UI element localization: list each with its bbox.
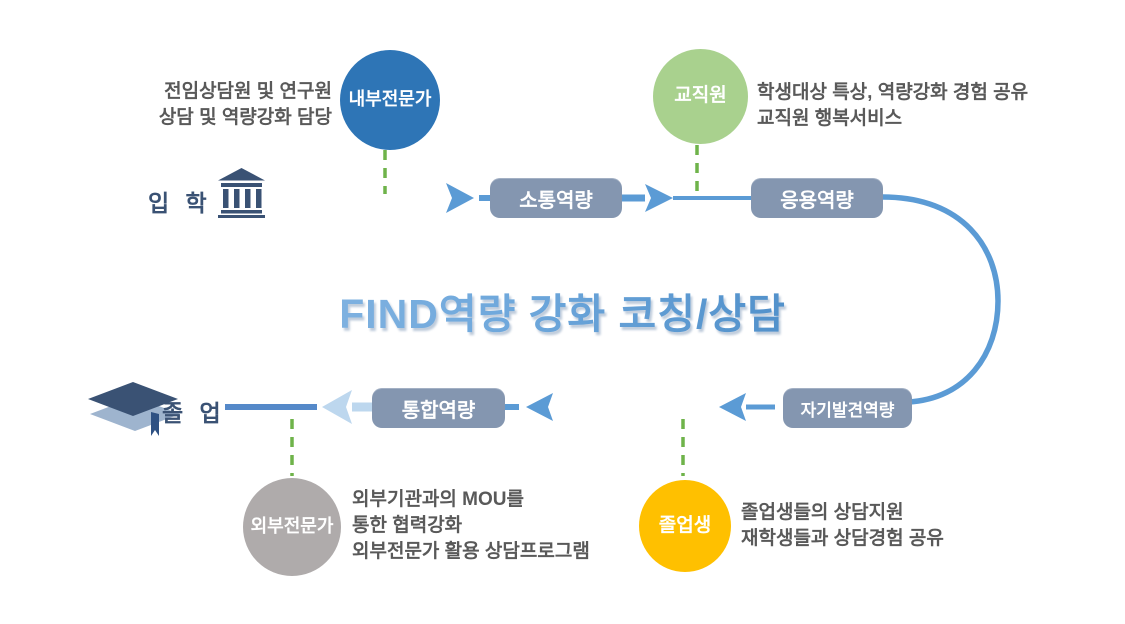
page-title: FIND역량 강화 코칭/상담 (0, 280, 1125, 340)
circle-label: 외부전문가 (250, 516, 334, 537)
annotation-line: 전임상담원 및 연구원 (164, 81, 332, 102)
step1-step2-arrow-head (645, 184, 673, 212)
annotation-line: 상담 및 역량강화 담당 (158, 107, 332, 129)
annotation-line: 졸업생들의 상담지원 (741, 502, 904, 523)
step-label: 응용역량 (780, 189, 854, 212)
graduates-annotation: 졸업생들의 상담지원 재학생들과 상담경험 공유 (741, 500, 944, 552)
graduation-cap-icon (88, 382, 180, 436)
step-box-self-discovery: 자기발견역량 (783, 388, 912, 428)
entry-arrow-head (446, 183, 474, 213)
loop-arc-connector (882, 194, 1001, 405)
step-label: 소통역량 (519, 189, 593, 212)
step-box-communication: 소통역량 (490, 178, 622, 218)
faculty-circle: 교직원 (653, 49, 748, 144)
circle-label: 교직원 (674, 85, 727, 107)
circle-label: 졸업생 (658, 514, 712, 536)
faculty-annotation: 학생대상 특상, 역량강화 경험 공유 교직원 행복서비스 (757, 80, 1028, 132)
annotation-line: 교직원 행복서비스 (757, 108, 903, 130)
exit-label: 졸 업 (162, 400, 226, 426)
annotation-line: 통한 협력강화 (352, 515, 463, 537)
external-expert-annotation: 외부기관과의 MOU를 통한 협력강화 외부전문가 활용 상담프로그램 (352, 487, 590, 566)
internal-expert-annotation: 전임상담원 및 연구원 상담 및 역량강화 담당 (130, 79, 332, 131)
step4-arrow-head (526, 393, 553, 421)
annotation-line: 외부전문가 활용 상담프로그램 (352, 541, 590, 563)
annotation-line: 재학생들과 상담경험 공유 (741, 528, 944, 550)
university-building-icon (218, 168, 265, 218)
step-label: 통합역량 (401, 399, 476, 422)
exit-light-arrow-head (322, 390, 352, 424)
step-box-application: 응용역량 (751, 178, 883, 218)
step3-arrow-head (719, 393, 746, 421)
annotation-line: 외부기관과의 MOU를 (352, 489, 524, 510)
internal-expert-circle: 내부전문가 (340, 50, 440, 150)
annotation-line: 학생대상 특상, 역량강화 경험 공유 (757, 82, 1029, 103)
external-expert-circle: 외부전문가 (243, 478, 341, 576)
circle-label: 내부전문가 (348, 89, 432, 110)
graduates-circle: 졸업생 (639, 480, 731, 572)
step-label: 자기발견역량 (800, 400, 895, 420)
step-box-integration: 통합역량 (372, 388, 505, 428)
entry-label: 입 학 (148, 190, 212, 216)
